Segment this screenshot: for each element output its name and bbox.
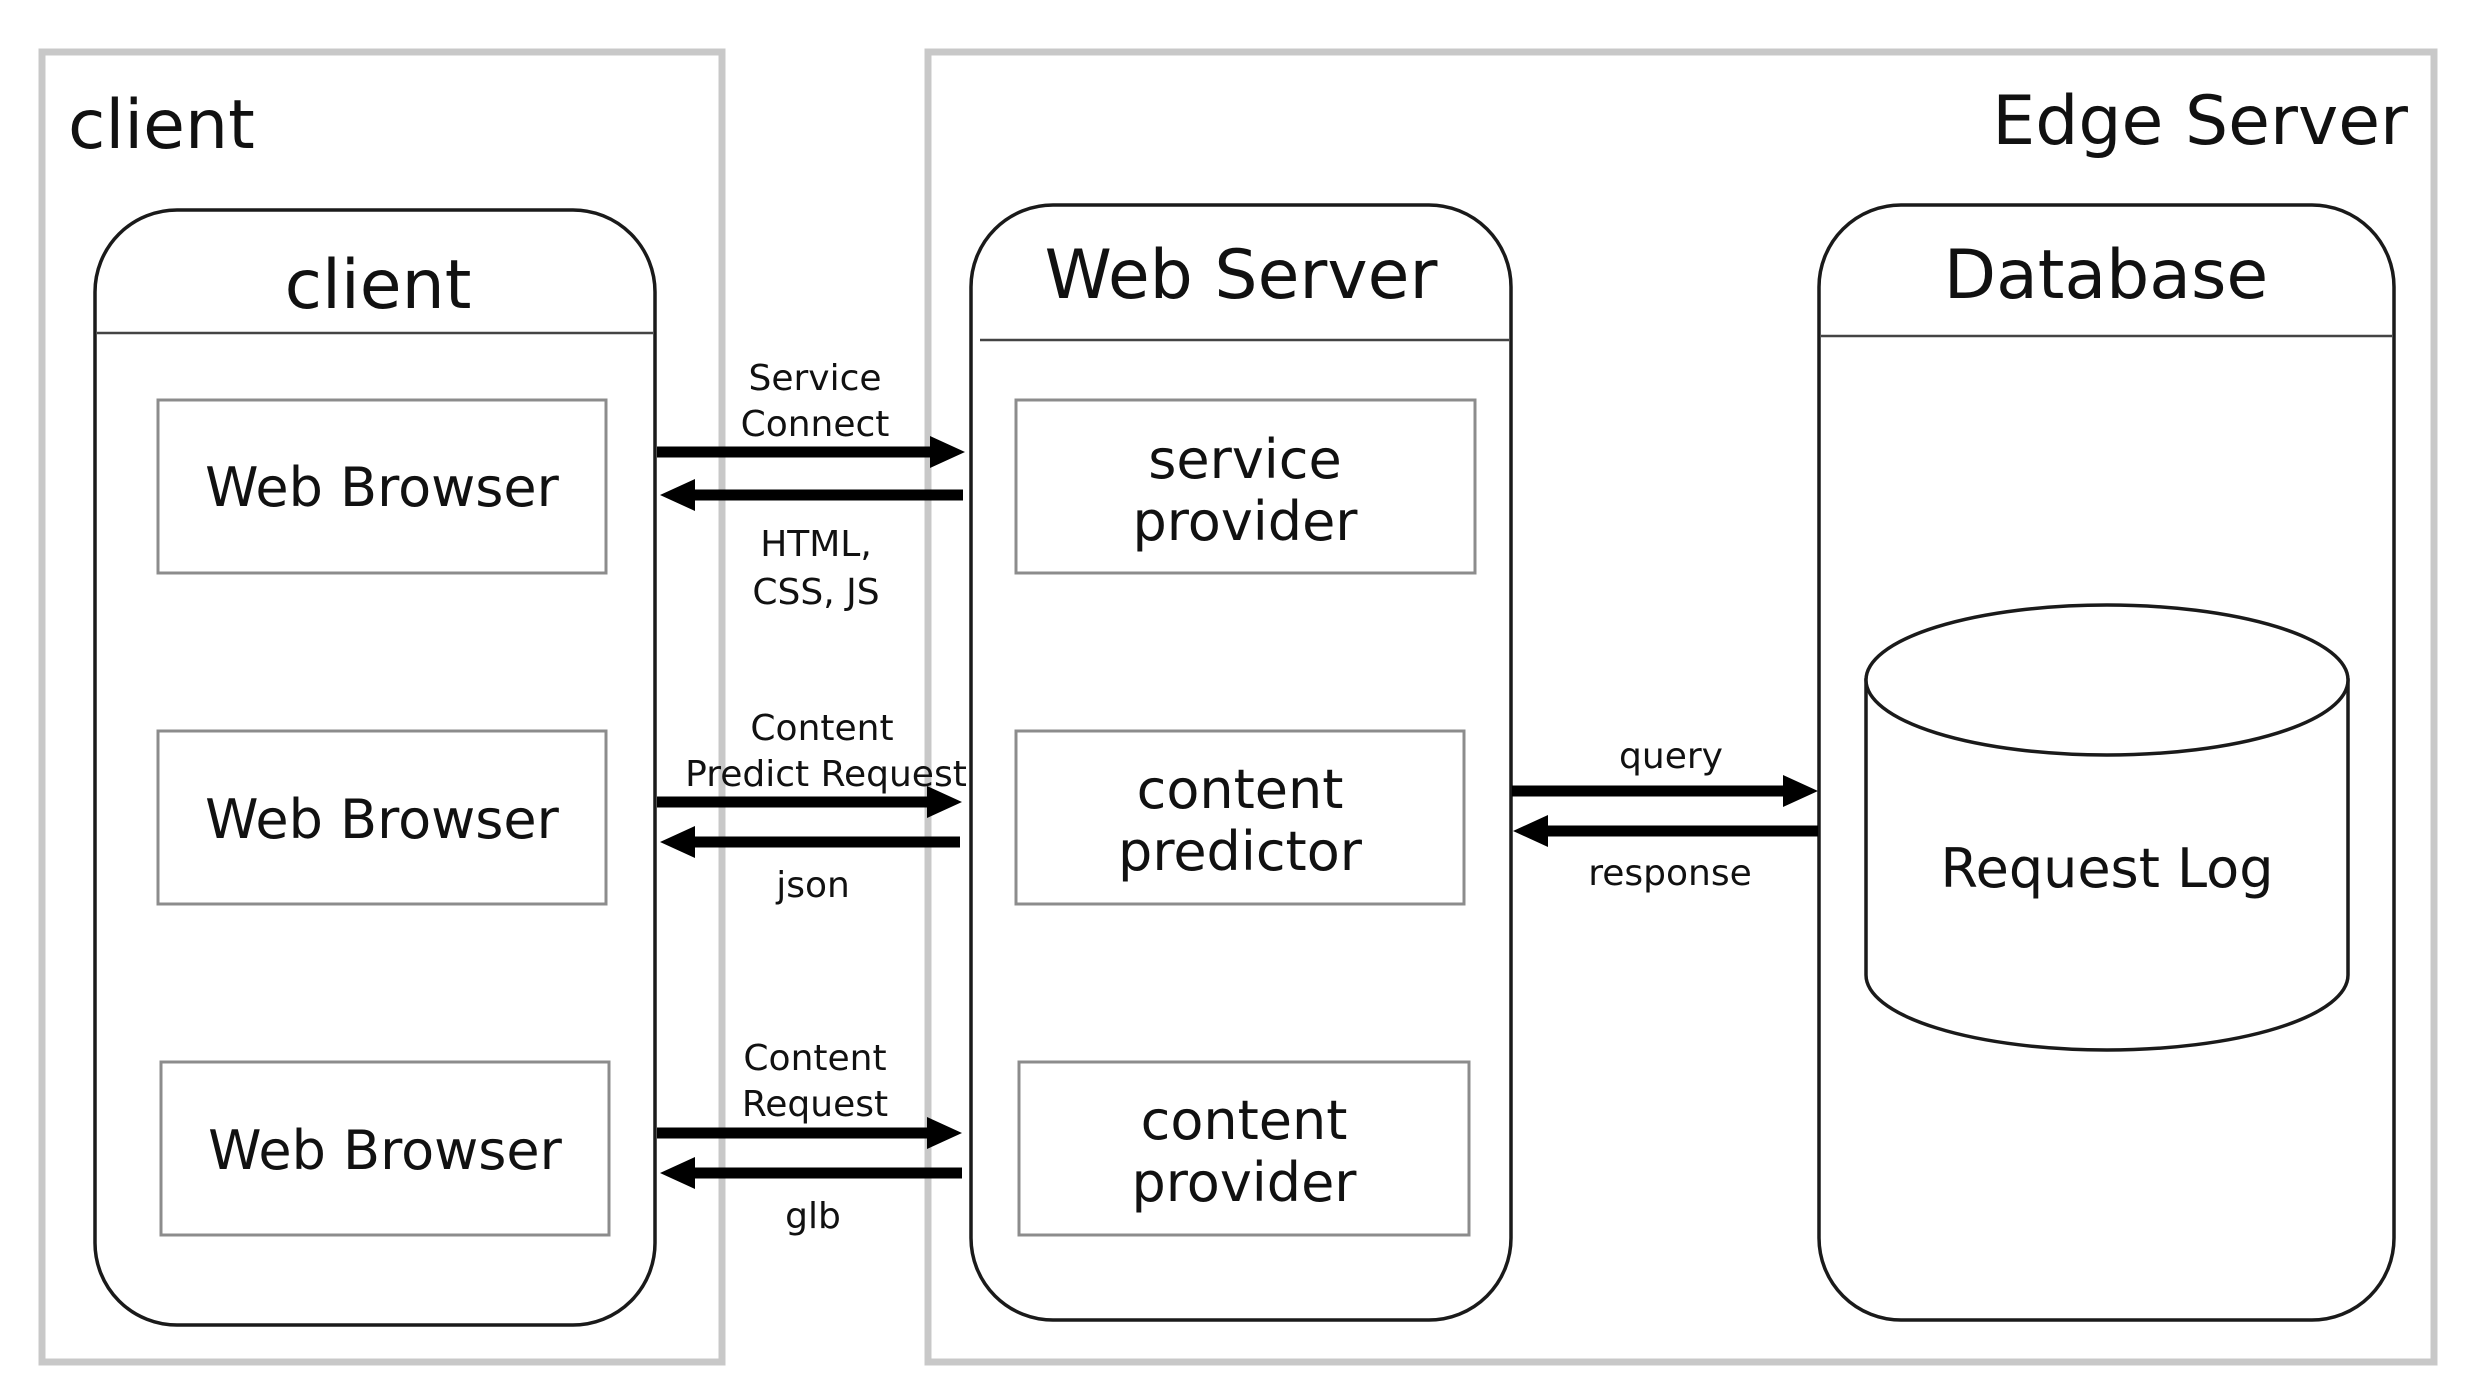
content-predict-request-arrowhead (927, 786, 962, 818)
edge-server-region-frame (924, 48, 2438, 1366)
service-connect-arrowhead (930, 436, 965, 468)
web-browser-box-1 (156, 398, 608, 575)
json-label: json (775, 865, 850, 906)
request-log-label: Request Log (1941, 837, 2274, 900)
edge-server-region-title: Edge Server (1992, 82, 2408, 161)
service-provider-label-line2: provider (1133, 490, 1359, 553)
service-connect-label-line2: Connect (741, 404, 890, 445)
request-log-cylinder (1864, 603, 2350, 1052)
web-server-component-title: Web Server (1045, 236, 1438, 315)
web-browser-box-2 (156, 729, 608, 906)
query-label: query (1619, 736, 1723, 777)
db-query-edge: query response (1512, 736, 1818, 894)
html-css-js-label-line2: CSS, JS (752, 572, 879, 613)
web-server-component: Web Server service provider content pred… (969, 203, 1513, 1322)
client-component-title: client (285, 246, 472, 325)
content-provider-label-line1: content (1141, 1089, 1348, 1152)
json-arrowhead (660, 826, 695, 858)
web-browser-box-3 (159, 1060, 611, 1237)
client-region-title: client (68, 86, 255, 165)
content-request-arrowhead (927, 1117, 962, 1149)
service-provider-box (1014, 398, 1477, 575)
html-css-js-arrowhead (660, 479, 695, 511)
web-browser-label-2: Web Browser (205, 788, 560, 851)
content-provider-box (1017, 1060, 1471, 1237)
request-log-cylinder-body (1864, 678, 2350, 1052)
client-component: client Web Browser Web Browser Web Brows… (93, 208, 657, 1327)
glb-arrowhead (660, 1157, 695, 1189)
response-arrowhead (1513, 815, 1548, 847)
service-connect-edge: Service Connect HTML, CSS, JS (657, 358, 965, 613)
content-predict-edge: Content Predict Request json (657, 708, 967, 906)
web-browser-label-3: Web Browser (208, 1119, 563, 1182)
content-predictor-label-line1: content (1137, 758, 1344, 821)
client-region-frame (38, 48, 726, 1366)
service-provider-label-line1: service (1148, 428, 1341, 491)
content-predict-label-line1: Content (750, 708, 893, 749)
database-component: Database Request Log (1817, 203, 2396, 1322)
request-log-cylinder-top (1864, 603, 2350, 757)
content-predict-label-line2: Predict Request (685, 754, 967, 795)
content-request-edge: Content Request glb (657, 1038, 962, 1237)
database-component-title: Database (1944, 236, 2268, 315)
response-label: response (1588, 853, 1752, 894)
content-request-label-line1: Content (743, 1038, 886, 1079)
query-arrowhead (1783, 775, 1818, 807)
content-request-label-line2: Request (742, 1084, 888, 1125)
content-predictor-box (1014, 729, 1466, 906)
glb-label: glb (785, 1196, 841, 1237)
content-provider-label-line2: provider (1132, 1151, 1358, 1214)
service-connect-label-line1: Service (748, 358, 881, 399)
html-css-js-label-line1: HTML, (760, 524, 872, 565)
web-browser-label-1: Web Browser (205, 456, 560, 519)
content-predictor-label-line2: predictor (1118, 820, 1363, 883)
